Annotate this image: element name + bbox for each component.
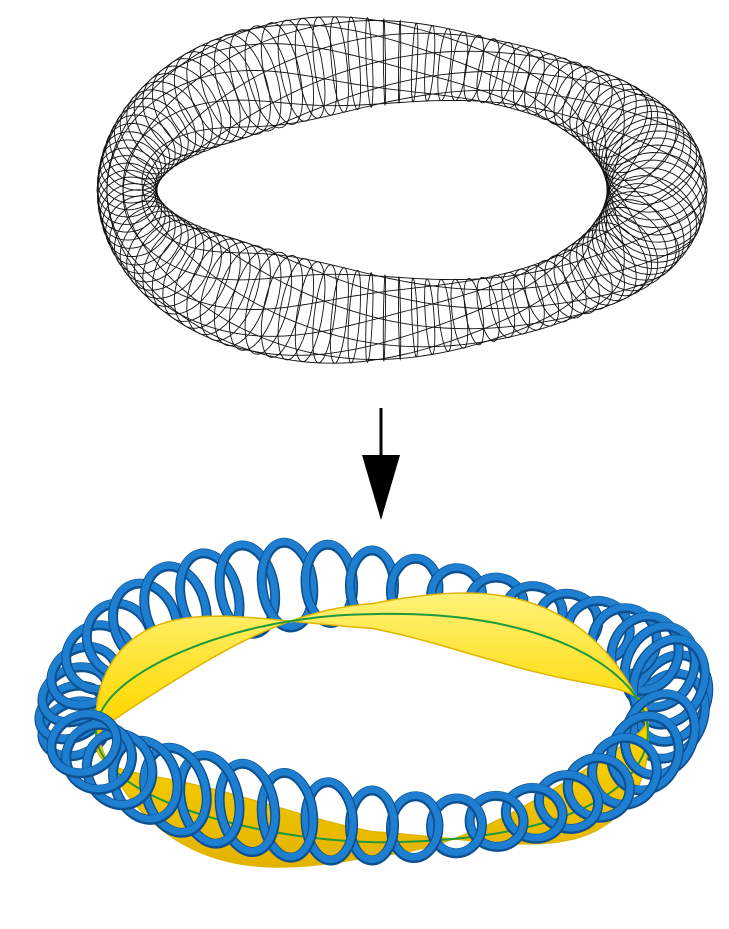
wire-ring: [438, 29, 452, 101]
wire-ring: [261, 23, 302, 125]
wire-ring: [425, 26, 435, 101]
wire-ring: [438, 280, 452, 352]
wireframe-torus-surface: [97, 17, 707, 364]
wire-ring: [127, 90, 196, 165]
wire-ring: [174, 52, 240, 145]
down-arrow-icon: [362, 408, 400, 520]
wire-ring: [174, 235, 240, 328]
wire-ring: [245, 26, 292, 128]
wire-ring: [412, 23, 418, 102]
coil-system-render: [30, 539, 722, 867]
wire-ring: [383, 275, 385, 361]
wire-ring: [261, 255, 302, 357]
wire-ring: [607, 138, 706, 228]
wire-ring: [163, 59, 231, 149]
wire-ring: [399, 277, 401, 360]
wire-ring: [607, 153, 706, 243]
wire-ring: [399, 21, 401, 104]
wire-ring: [127, 216, 196, 291]
wire-ring: [163, 232, 231, 322]
wire-ring: [245, 252, 292, 354]
wire-ring: [412, 278, 418, 357]
wire-ring: [366, 273, 373, 363]
wire-ring: [366, 18, 373, 108]
wire-ring: [425, 279, 435, 354]
wire-ring: [383, 19, 385, 105]
